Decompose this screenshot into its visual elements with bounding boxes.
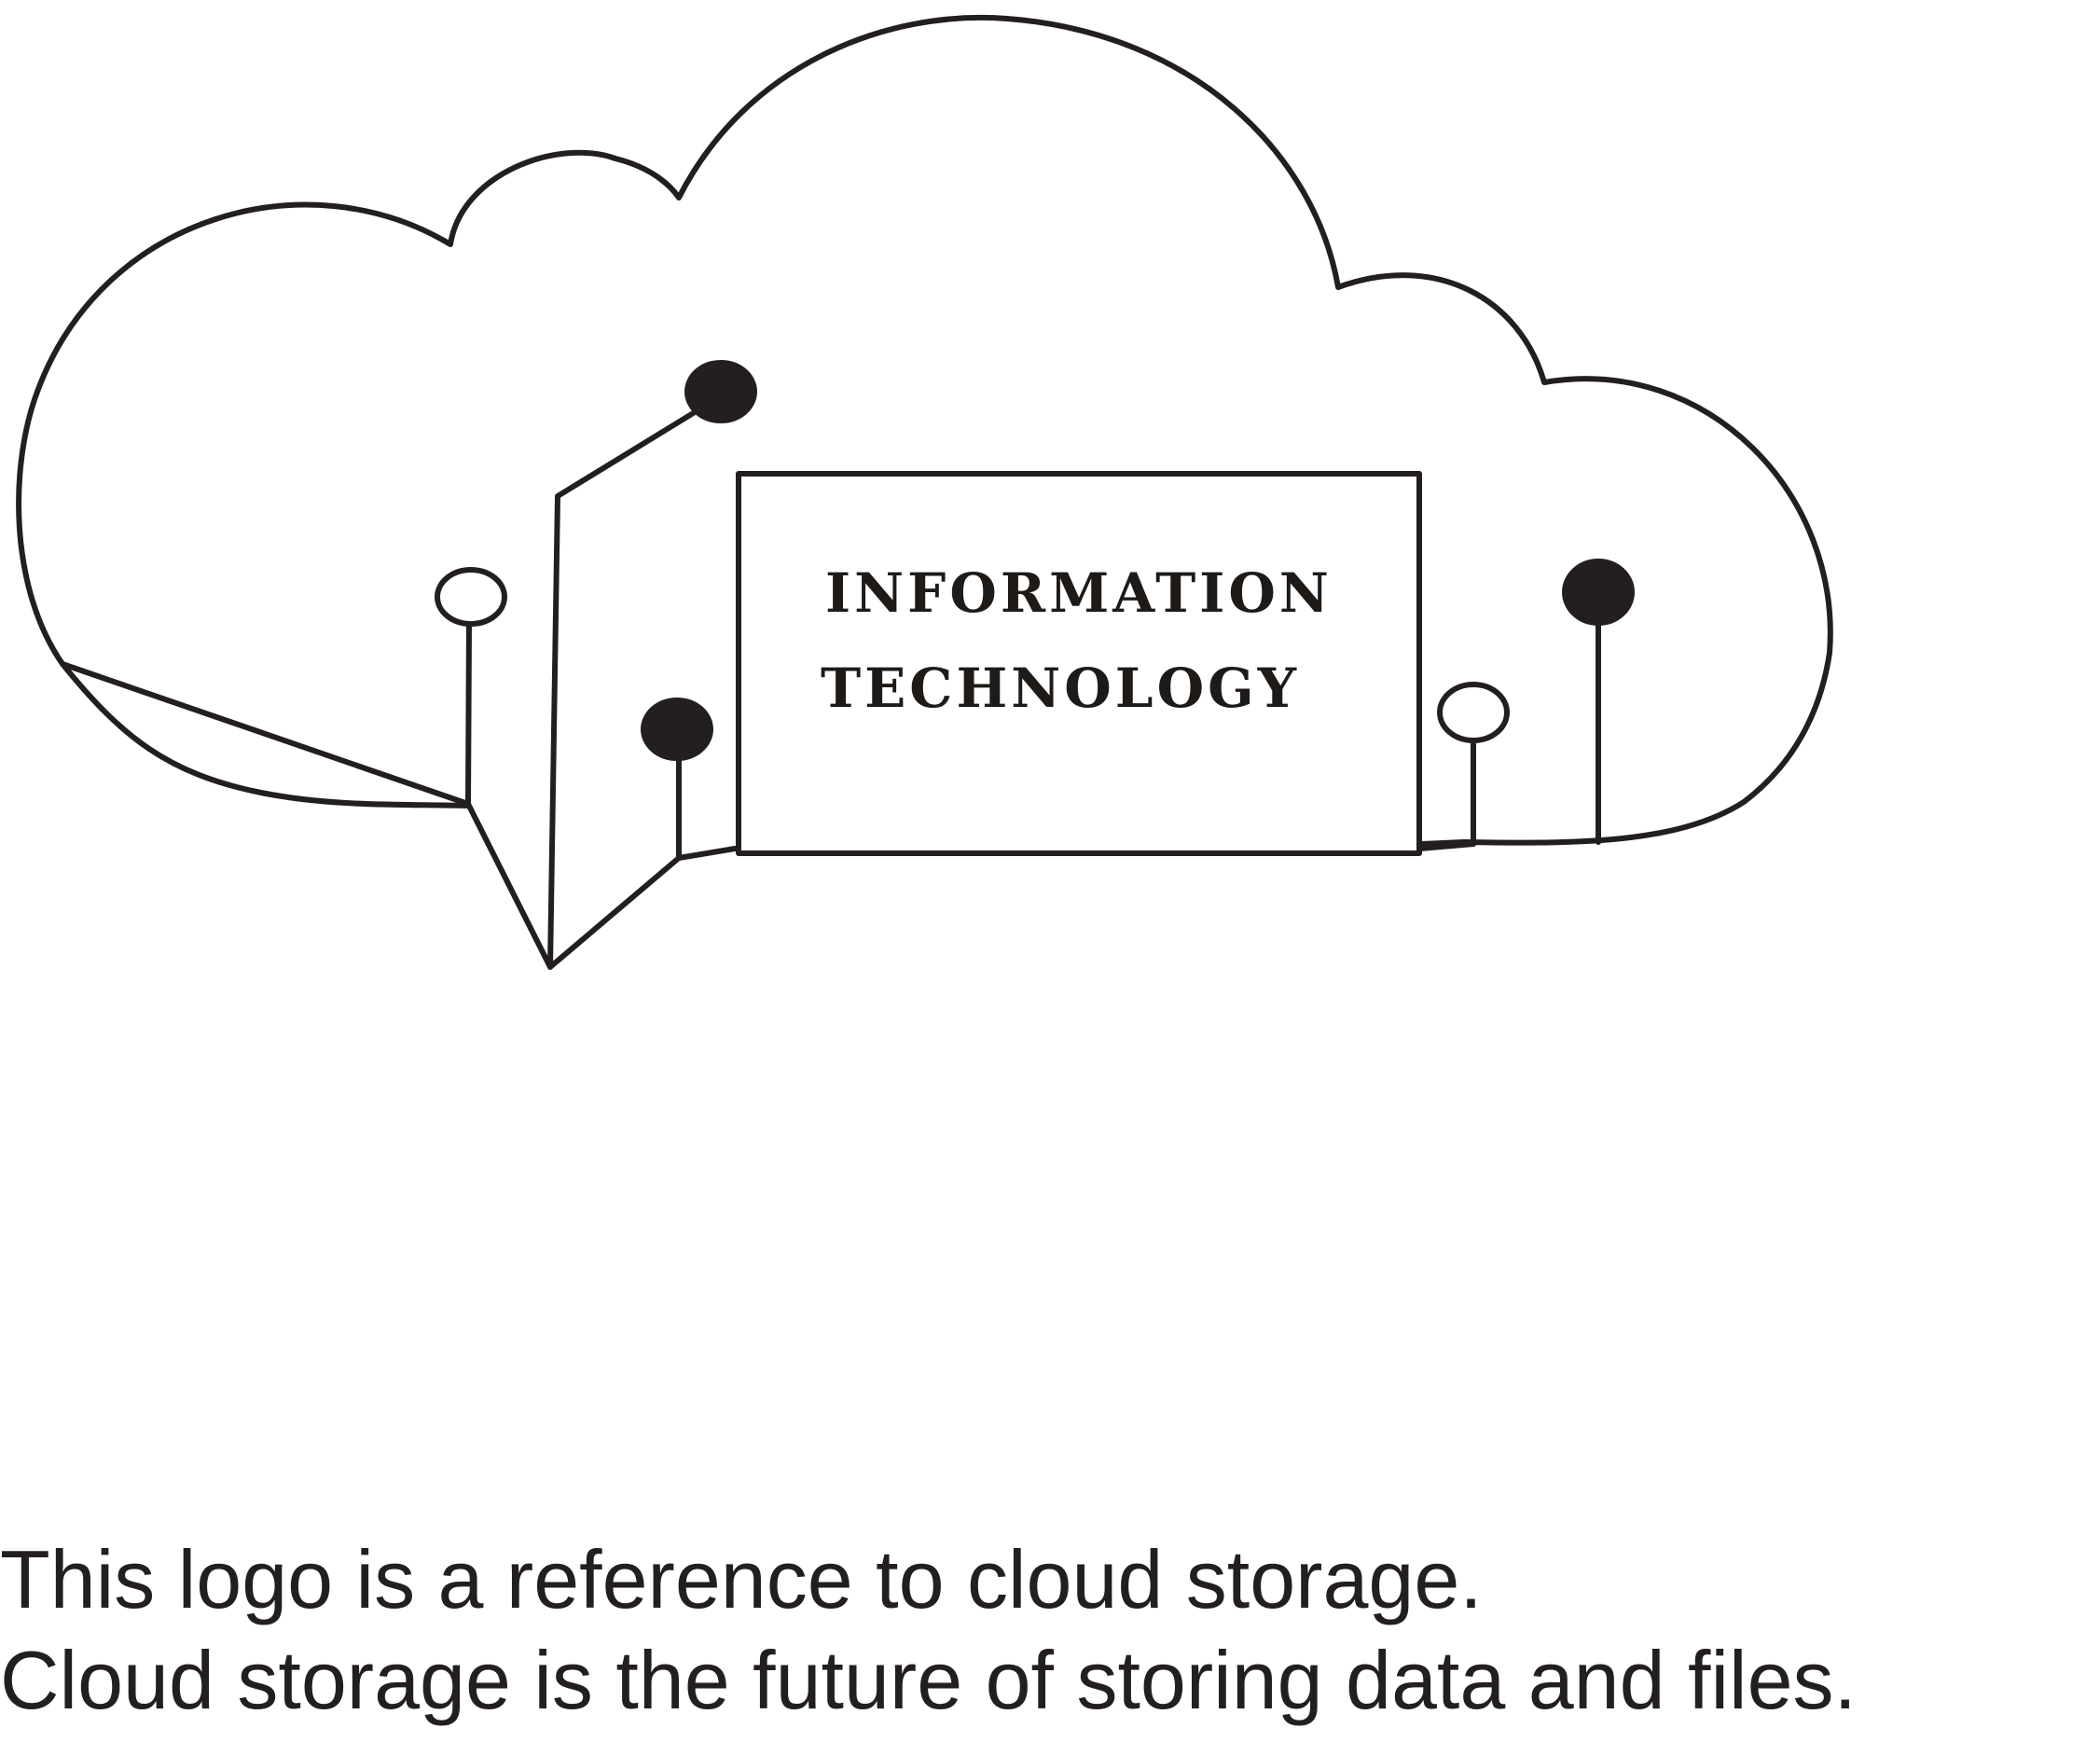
circuit-trace-right xyxy=(1416,841,1476,851)
cloud-logo: INFORMATION TECHNOLOGY xyxy=(16,15,1833,970)
circuit-trace-main xyxy=(547,409,698,970)
circuit-trace-left xyxy=(465,801,738,970)
info-box xyxy=(736,471,1422,856)
caption-line-2: Cloud storage is the future of storing d… xyxy=(0,1634,1857,1726)
circuit-node-filled-3 xyxy=(1562,559,1635,626)
logo-text-information: INFORMATION xyxy=(825,561,1333,625)
circuit-stem-1 xyxy=(465,622,472,807)
circuit-node-filled-2 xyxy=(641,698,713,761)
circuit-node-open-2 xyxy=(1437,682,1510,743)
cloud-base-left xyxy=(60,661,471,809)
cloud-outline xyxy=(16,15,1833,849)
circuit-node-filled-1 xyxy=(684,360,757,423)
caption-line-1: This logo is a reference to cloud storag… xyxy=(0,1533,1483,1625)
logo-text-technology: TECHNOLOGY xyxy=(821,657,1300,720)
caption: This logo is a reference to cloud storag… xyxy=(0,1529,2100,1731)
circuit-node-open-1 xyxy=(435,567,507,627)
